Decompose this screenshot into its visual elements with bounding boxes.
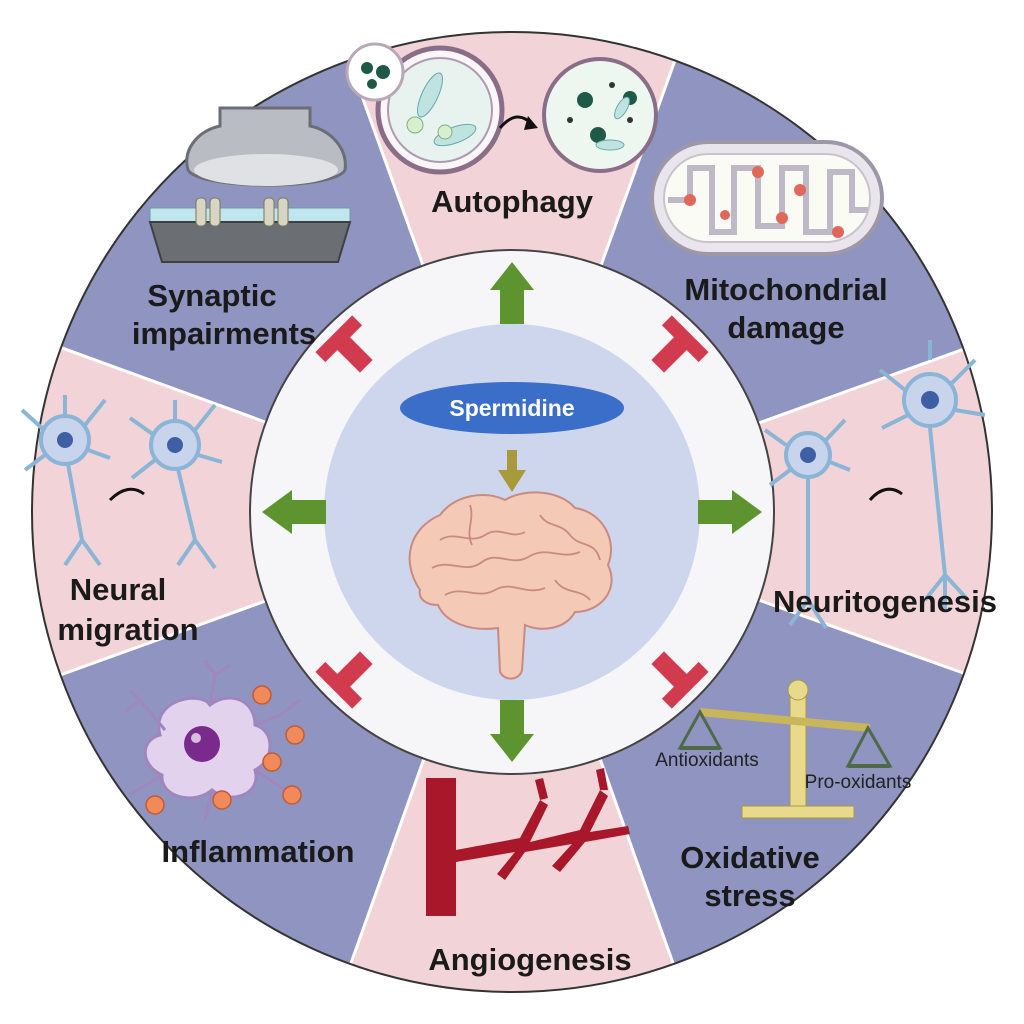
inflammation-label: Inflammation [162,834,355,869]
autophagy-label: Autophagy [431,184,594,219]
autophagy-icon [345,42,658,175]
promote-arrow-up [490,262,534,324]
mitochondrial-label-line1: Mitochondrial [684,272,887,307]
promote-arrow-right [698,490,762,534]
prooxidants-label: Pro-oxidants [805,772,912,793]
promote-arrow-down [490,700,534,762]
synaptic-label-line1: Synaptic [147,278,276,313]
scale-icon [677,679,893,819]
synapse-icon [148,106,352,263]
oxidative-label-line1: Oxidative [680,840,820,875]
promote-arrow-left [262,490,326,534]
spermidine-to-brain-arrow [498,450,526,492]
brain-icon [408,491,613,680]
cytokine-particles-icon [145,685,305,815]
mitochondria-icon [650,140,884,256]
inhibit-bar-bottom-right [651,651,709,709]
oxidative-label-line2: stress [704,878,795,913]
angiogenesis-label: Angiogenesis [428,942,631,977]
migration-label-line1: Neural [70,572,166,607]
antioxidants-label: Antioxidants [655,750,759,771]
inhibit-bar-bottom-left [315,651,373,709]
microglia-icon [124,659,301,821]
neuritogenesis-label: Neuritogenesis [773,584,997,619]
blood-vessel-icon [426,768,630,916]
wedge-migration [32,318,512,704]
spermidine-label: Spermidine [449,395,574,421]
inhibit-bar-top-left [315,315,373,373]
mitochondrial-label-line2: damage [727,310,844,345]
synaptic-label-line2: impairments [132,316,316,351]
migration-arrow-icon [108,487,145,502]
inhibit-bar-top-right [651,315,709,373]
migration-label-line2: migration [57,612,198,647]
wedge-angiogenesis [320,512,704,992]
neuritogenesis-arrow-icon [868,487,903,501]
spermidine-oval [400,382,624,434]
